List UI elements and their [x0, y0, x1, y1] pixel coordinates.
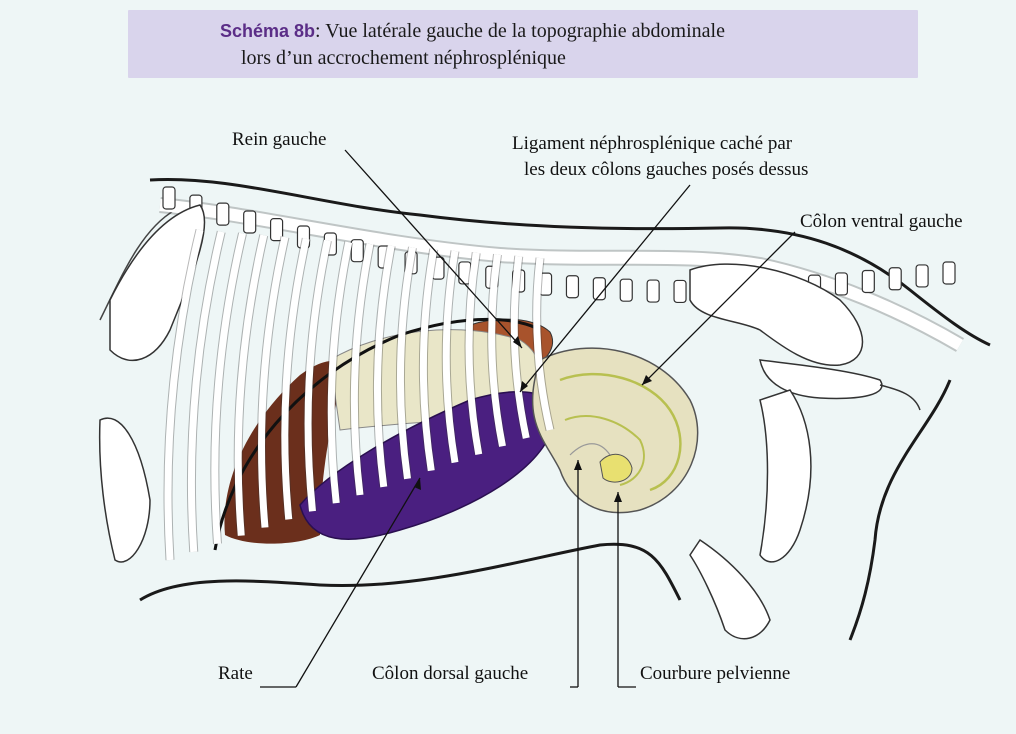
vertebra [889, 268, 901, 290]
vertebra [647, 280, 659, 302]
figure-label: Schéma 8b [220, 21, 315, 41]
label-ligament-line1: Ligament néphrosplénique caché par [512, 132, 792, 156]
figure-title-separator: : [315, 20, 321, 42]
vertebra [620, 279, 632, 301]
colon [533, 348, 698, 512]
vertebra [593, 278, 605, 300]
label-rein-gauche: Rein gauche [232, 128, 326, 152]
vertebra [566, 276, 578, 298]
label-colon-ventral: Côlon ventral gauche [800, 210, 963, 234]
vertebra [943, 262, 955, 284]
figure-title-text: Vue latérale gauche de la topographie ab… [325, 20, 725, 42]
vertebra [217, 203, 229, 225]
femur [760, 390, 811, 562]
label-colon-dorsal: Côlon dorsal gauche [372, 662, 528, 686]
label-courbure-pelvienne: Courbure pelvienne [640, 662, 790, 686]
vertebra [674, 280, 686, 302]
vertebra [351, 240, 363, 262]
vertebra [163, 187, 175, 209]
pelvic-flexure [600, 454, 632, 482]
vertebra [835, 273, 847, 295]
vertebra [244, 211, 256, 233]
label-rate: Rate [218, 662, 253, 686]
figure-title-line1: Schéma 8b: Vue latérale gauche de la top… [220, 20, 725, 43]
vertebra [916, 265, 928, 287]
figure-title-line2: lors d’un accrochement néphrosplénique [241, 47, 566, 70]
figure-title-box: Schéma 8b: Vue latérale gauche de la top… [128, 10, 918, 78]
vertebra [862, 270, 874, 292]
label-ligament-line2: les deux côlons gauches posés dessus [524, 158, 808, 182]
